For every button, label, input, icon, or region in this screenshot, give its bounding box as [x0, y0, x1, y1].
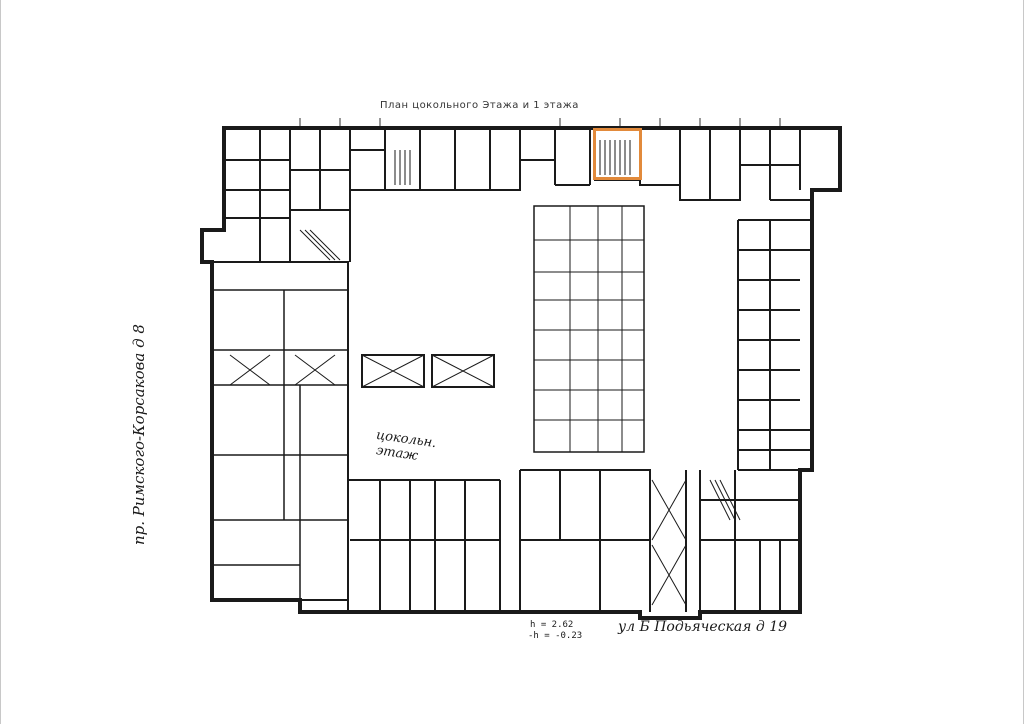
top-left-rooms [223, 128, 421, 262]
courtyard-block [533, 205, 645, 453]
highlighted-room[interactable] [593, 128, 642, 180]
staircase-right [431, 354, 495, 388]
staircase-left [361, 354, 425, 388]
height-label-bottom: h = 2.62 [530, 620, 574, 630]
street-label-bottom: ул Б Подьяческая д 19 [618, 619, 788, 635]
top-row-rooms [419, 130, 812, 201]
left-wing [211, 261, 349, 601]
plan-title: План цокольного Этажа и 1 этажа [380, 100, 579, 111]
left-wing-internal [212, 289, 348, 612]
height-label-bottom-2: -h = -0.23 [528, 631, 583, 641]
bottom-row-rooms [347, 469, 651, 612]
street-label-left: пр. Римского-Корсакова д 8 [130, 324, 148, 545]
courtyard-rooms [534, 206, 644, 452]
building-outline [200, 126, 842, 620]
bottom-right-rooms [685, 470, 800, 612]
right-wing-rooms [737, 219, 812, 471]
